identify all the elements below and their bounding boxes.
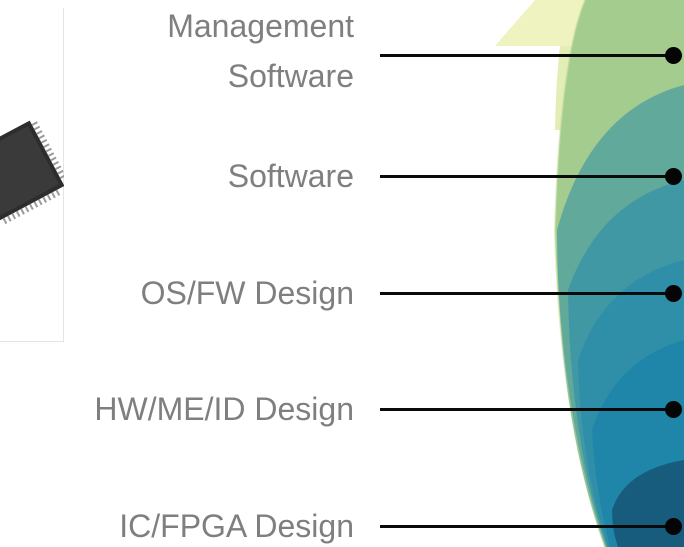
- connector-line-management: [380, 54, 674, 57]
- layer-label-os-fw-design: OS/FW Design: [140, 275, 354, 311]
- layer-label-management-line-1: Management: [167, 8, 354, 44]
- connector-dot-software: [665, 168, 682, 185]
- connector-line-os-fw: [380, 292, 674, 295]
- connector-dot-os-fw: [665, 285, 682, 302]
- connector-line-hw-me-id: [380, 408, 674, 411]
- connector-line-software: [380, 175, 674, 178]
- layer-label-management-line-2: Software: [227, 58, 354, 94]
- layer-label-software: Software: [227, 158, 354, 194]
- connector-dot-ic-fpga: [665, 518, 682, 535]
- layer-label-ic-fpga-design: IC/FPGA Design: [119, 508, 354, 544]
- connector-line-ic-fpga: [380, 525, 674, 528]
- chip-image: [0, 8, 64, 342]
- connector-dot-management: [665, 47, 682, 64]
- layer-label-hw-me-id-design: HW/ME/ID Design: [94, 391, 354, 427]
- connector-dot-hw-me-id: [665, 401, 682, 418]
